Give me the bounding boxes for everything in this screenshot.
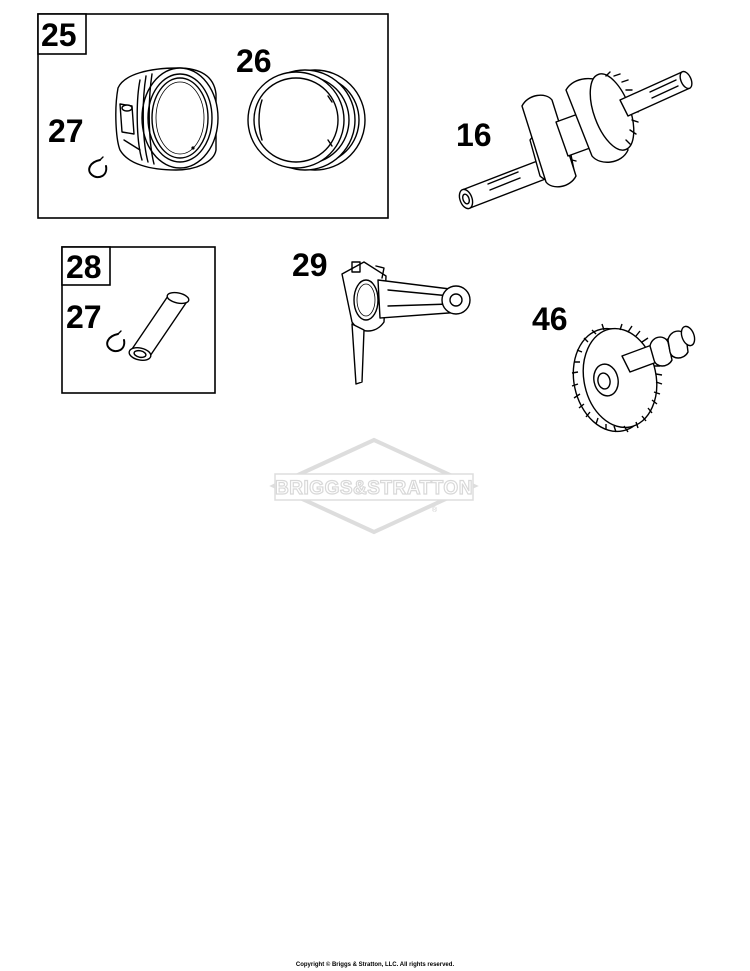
pin-kit-group: 28 27 [61, 246, 216, 394]
retainer-lower-number: 27 [66, 299, 102, 335]
retainer-clip-lower-drawing [106, 330, 126, 353]
piston-rings-drawing [247, 69, 366, 171]
camshaft-number: 46 [532, 301, 568, 337]
retainer-clip-upper-drawing [88, 156, 108, 179]
pin-kit-tag [61, 246, 111, 286]
watermark-band [274, 473, 474, 501]
rings-number: 26 [236, 43, 272, 79]
copyright-notice: Copyright © Briggs & Stratton, LLC. All … [295, 962, 455, 968]
pin-kit-frame [61, 246, 216, 394]
camshaft-drawing [571, 323, 696, 433]
crankshaft-drawing [458, 70, 693, 210]
watermark-text: BRIGGS&STRATTON [275, 478, 473, 499]
retainer-upper-number: 27 [48, 113, 84, 149]
crankshaft-number: 16 [456, 117, 492, 153]
pin-kit-number: 28 [66, 249, 102, 285]
piston-kit-tag [37, 13, 87, 55]
connecting-rod-drawing [341, 261, 471, 385]
connecting-rod-number: 29 [292, 247, 328, 283]
piston-kit-number: 25 [41, 17, 77, 53]
brand-watermark: BRIGGS&STRATTON ® [269, 437, 479, 535]
piston-pin-drawing [128, 291, 190, 361]
piston-drawing [115, 67, 219, 171]
watermark-registered-mark: ® [432, 506, 438, 514]
piston-kit-group: 25 26 [37, 13, 389, 219]
cam-gear-teeth [571, 323, 663, 433]
piston-kit-frame [37, 13, 389, 219]
